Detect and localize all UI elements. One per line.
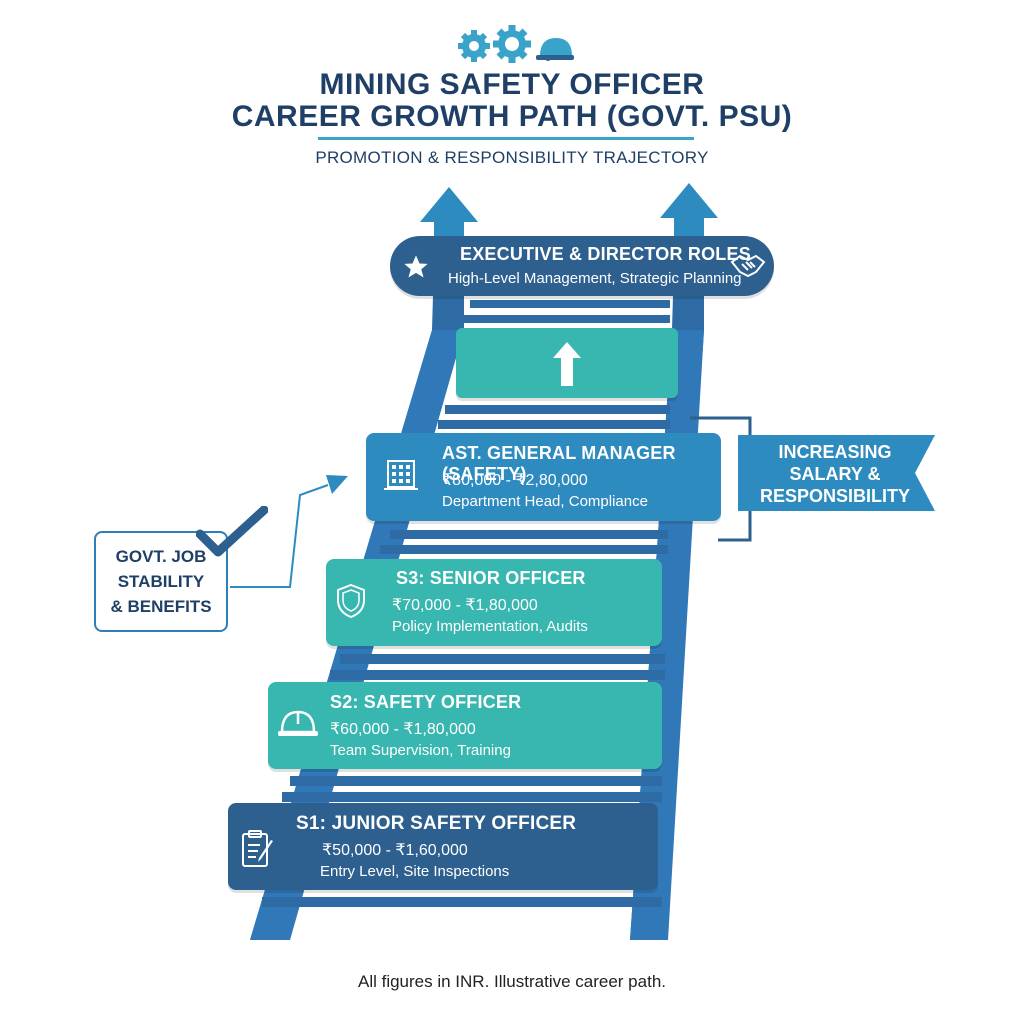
level-description: Team Supervision, Training — [330, 742, 511, 759]
level-agm: AST. GENERAL MANAGER (SAFETY) ₹80,000 - … — [366, 433, 721, 521]
level-title: AST. GENERAL MANAGER (SAFETY) — [442, 443, 676, 484]
level-next-promotion — [456, 328, 678, 398]
page-title-line2: CAREER GROWTH PATH (GOVT. PSU) — [231, 100, 793, 133]
level-description: Entry Level, Site Inspections — [320, 863, 510, 880]
level-s1: S1: JUNIOR SAFETY OFFICER ₹50,000 - ₹1,6… — [228, 803, 658, 890]
page-subtitle: PROMOTION & RESPONSIBILITY TRAJECTORY — [315, 148, 709, 167]
header-icons — [458, 25, 574, 63]
ribbon-banner — [738, 435, 935, 511]
handshake-icon — [730, 254, 766, 278]
level-description: High-Level Management, Strategic Plannin… — [448, 270, 742, 287]
gear-icon — [493, 25, 531, 63]
callout-line: STABILITY — [117, 572, 205, 591]
footer-note: All figures in INR. Illustrative career … — [357, 972, 666, 991]
level-title: S1: JUNIOR SAFETY OFFICER — [296, 813, 577, 834]
level-title: EXECUTIVE & DIRECTOR ROLES — [460, 244, 751, 264]
title-underline — [318, 137, 694, 140]
building-icon — [384, 460, 418, 490]
gear-icon — [458, 30, 490, 62]
ribbon-line: RESPONSIBILITY — [759, 486, 911, 506]
star-icon — [404, 255, 428, 278]
level-description: Policy Implementation, Audits — [392, 618, 588, 635]
clipboard-icon — [242, 830, 273, 867]
level-s3: S3: SENIOR OFFICER ₹70,000 - ₹1,80,000 P… — [326, 559, 662, 646]
level-title: S3: SENIOR OFFICER — [396, 568, 586, 588]
level-salary: ₹60,000 - ₹1,80,000 — [330, 721, 476, 738]
up-arrow-icon — [553, 342, 581, 386]
ribbon-label: INCREASING SALARY & RESPONSIBILITY — [750, 441, 920, 507]
level-salary: ₹80,000 - ₹2,80,000 — [442, 472, 588, 489]
page-title-line1: MINING SAFETY OFFICER — [319, 68, 705, 101]
callout-line: & BENEFITS — [110, 597, 212, 616]
ribbon-line: INCREASING — [778, 442, 892, 462]
ribbon-line: SALARY & — [789, 464, 881, 484]
level-salary: ₹70,000 - ₹1,80,000 — [392, 597, 538, 614]
level-s2: S2: SAFETY OFFICER ₹60,000 - ₹1,80,000 T… — [268, 682, 662, 769]
level-executive: EXECUTIVE & DIRECTOR ROLES High-Level Ma… — [390, 236, 774, 296]
checkmark-icon — [196, 506, 268, 557]
shield-icon — [337, 583, 365, 619]
level-salary: ₹50,000 - ₹1,60,000 — [322, 842, 468, 859]
level-title: S2: SAFETY OFFICER — [330, 692, 522, 712]
level-description: Department Head, Compliance — [442, 493, 648, 510]
callout-line: GOVT. JOB — [115, 547, 207, 566]
govt-benefits-callout: GOVT. JOB STABILITY & BENEFITS — [94, 531, 228, 632]
hard-hat-icon — [536, 38, 574, 61]
hard-hat-icon — [278, 710, 318, 736]
